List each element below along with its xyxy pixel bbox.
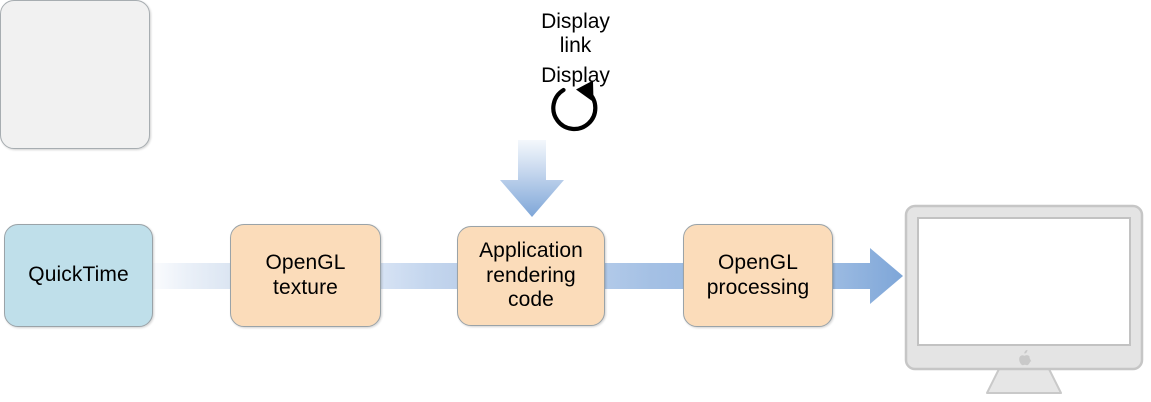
node-display-link[interactable]: Display link — [0, 0, 610, 149]
monitor-display[interactable] — [903, 203, 1145, 398]
node-quicktime[interactable]: QuickTime — [4, 224, 153, 327]
connector-app-render-to-gl-processing — [604, 263, 685, 289]
node-opengl-processing[interactable]: OpenGL processing — [683, 224, 833, 327]
node-opengl-texture-label: OpenGL texture — [265, 251, 346, 299]
arrow-down-icon — [500, 140, 564, 217]
node-application-rendering-code[interactable]: Application rendering code — [457, 226, 605, 326]
apple-logo-icon — [1019, 349, 1032, 366]
node-display-link-label: Display link — [541, 10, 610, 58]
node-application-rendering-code-label: Application rendering code — [479, 239, 583, 312]
connector-gl-texture-to-app-render — [380, 263, 459, 289]
node-opengl-texture[interactable]: OpenGL texture — [230, 224, 381, 327]
node-opengl-processing-label: OpenGL processing — [706, 251, 810, 299]
arrow-right-icon — [832, 248, 903, 304]
connector-quicktime-to-gl-texture — [152, 263, 232, 289]
node-quicktime-label: QuickTime — [28, 263, 129, 287]
refresh-loop-icon — [550, 80, 597, 132]
